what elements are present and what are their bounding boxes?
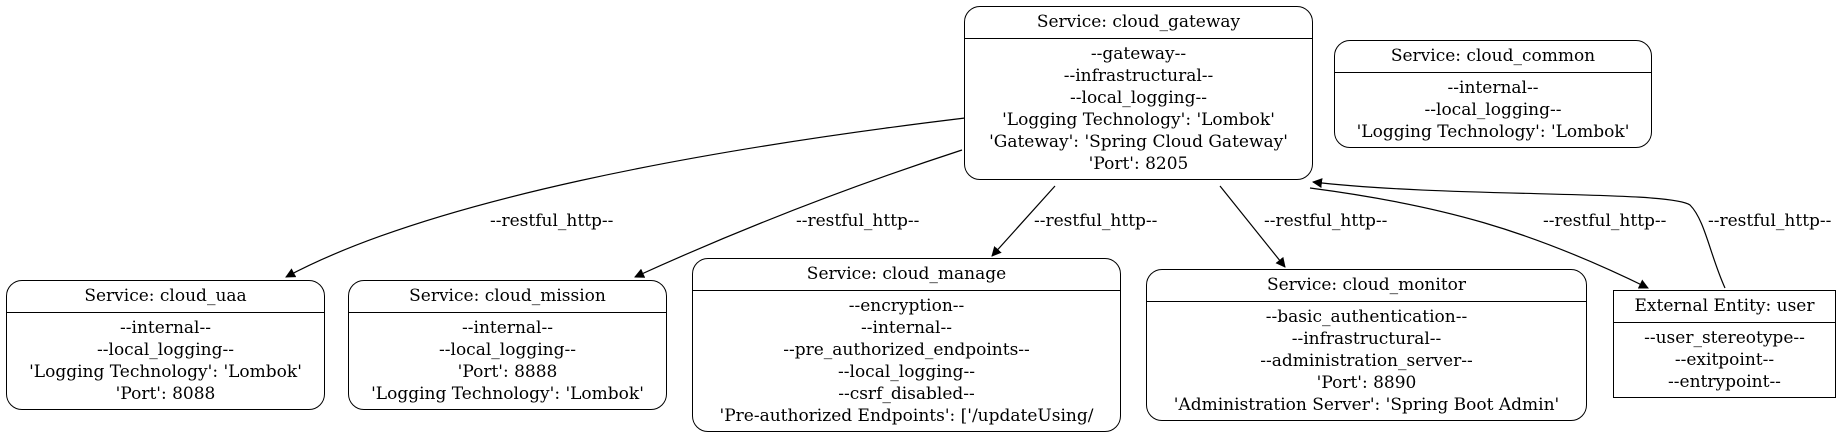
edge-label: --restful_http-- xyxy=(1543,211,1667,231)
node-cloud-common: Service: cloud_common --internal-- --loc… xyxy=(1334,40,1652,148)
node-cloud-mission: Service: cloud_mission --internal-- --lo… xyxy=(348,280,667,410)
node-property: --internal-- xyxy=(861,318,952,338)
node-property: --gateway-- xyxy=(1090,44,1187,64)
node-property: 'Port': 8888 xyxy=(457,362,558,382)
node-title: Service: cloud_monitor xyxy=(1147,270,1586,302)
node-cloud-manage: Service: cloud_manage --encryption-- --i… xyxy=(692,258,1121,432)
node-cloud-gateway: Service: cloud_gateway --gateway-- --inf… xyxy=(964,6,1313,180)
node-property: 'Gateway': 'Spring Cloud Gateway' xyxy=(989,132,1288,152)
node-property: 'Logging Technology': 'Lombok' xyxy=(371,384,644,404)
node-property: --infrastructural-- xyxy=(1063,66,1214,86)
edge-user-to-gateway xyxy=(1312,178,1726,289)
edge-label: --restful_http-- xyxy=(1034,211,1158,231)
node-title: Service: cloud_mission xyxy=(349,281,666,313)
edge-label: --restful_http-- xyxy=(1708,211,1832,231)
node-property: 'Pre-authorized Endpoints': ['/updateUsi… xyxy=(719,406,1094,426)
node-property: --internal-- xyxy=(1447,78,1539,98)
node-user: External Entity: user --user_stereotype-… xyxy=(1613,290,1836,398)
node-cloud-monitor: Service: cloud_monitor --basic_authentic… xyxy=(1146,269,1587,421)
node-property: 'Administration Server': 'Spring Boot Ad… xyxy=(1173,395,1560,415)
node-property: --infrastructural-- xyxy=(1291,329,1442,349)
node-property: --csrf_disabled-- xyxy=(838,384,975,404)
edge-gateway-to-user xyxy=(1309,187,1649,289)
node-cloud-uaa: Service: cloud_uaa --internal-- --local_… xyxy=(6,280,325,410)
node-property: 'Logging Technology': 'Lombok' xyxy=(29,362,302,382)
node-property: --local_logging-- xyxy=(1070,88,1207,108)
node-property: 'Logging Technology': 'Lombok' xyxy=(1356,122,1630,142)
edge-gateway-to-monitor xyxy=(1219,185,1286,268)
node-property: 'Port': 8088 xyxy=(115,384,216,404)
node-property: 'Logging Technology': 'Lombok' xyxy=(1002,110,1275,130)
node-property: --local_logging-- xyxy=(439,340,576,360)
node-property: --user_stereotype-- xyxy=(1644,328,1805,348)
node-property: --exitpoint-- xyxy=(1674,350,1775,370)
node-property: --administration_server-- xyxy=(1260,351,1473,371)
node-property: --internal-- xyxy=(462,318,553,338)
edge-gateway-to-manage xyxy=(991,185,1056,257)
edge-label: --restful_http-- xyxy=(490,211,614,231)
edge-label: --restful_http-- xyxy=(796,211,920,231)
node-property: --basic_authentication-- xyxy=(1265,307,1468,327)
node-title: Service: cloud_gateway xyxy=(965,7,1312,39)
node-property: 'Port': 8205 xyxy=(1088,154,1189,174)
edge-gateway-to-mission xyxy=(634,149,963,278)
node-title: Service: cloud_manage xyxy=(693,259,1120,291)
node-property: --encryption-- xyxy=(848,296,965,316)
edge-label: --restful_http-- xyxy=(1264,211,1388,231)
node-property: --entrypoint-- xyxy=(1668,372,1781,392)
node-title: Service: cloud_common xyxy=(1335,41,1651,73)
node-property: --local_logging-- xyxy=(838,362,975,382)
node-property: 'Port': 8890 xyxy=(1316,373,1417,393)
node-title: External Entity: user xyxy=(1614,291,1835,323)
node-property: --local_logging-- xyxy=(1424,100,1562,120)
node-property: --local_logging-- xyxy=(97,340,234,360)
node-title: Service: cloud_uaa xyxy=(7,281,324,313)
node-property: --internal-- xyxy=(120,318,211,338)
edge-gateway-to-uaa xyxy=(285,117,966,278)
node-property: --pre_authorized_endpoints-- xyxy=(783,340,1030,360)
